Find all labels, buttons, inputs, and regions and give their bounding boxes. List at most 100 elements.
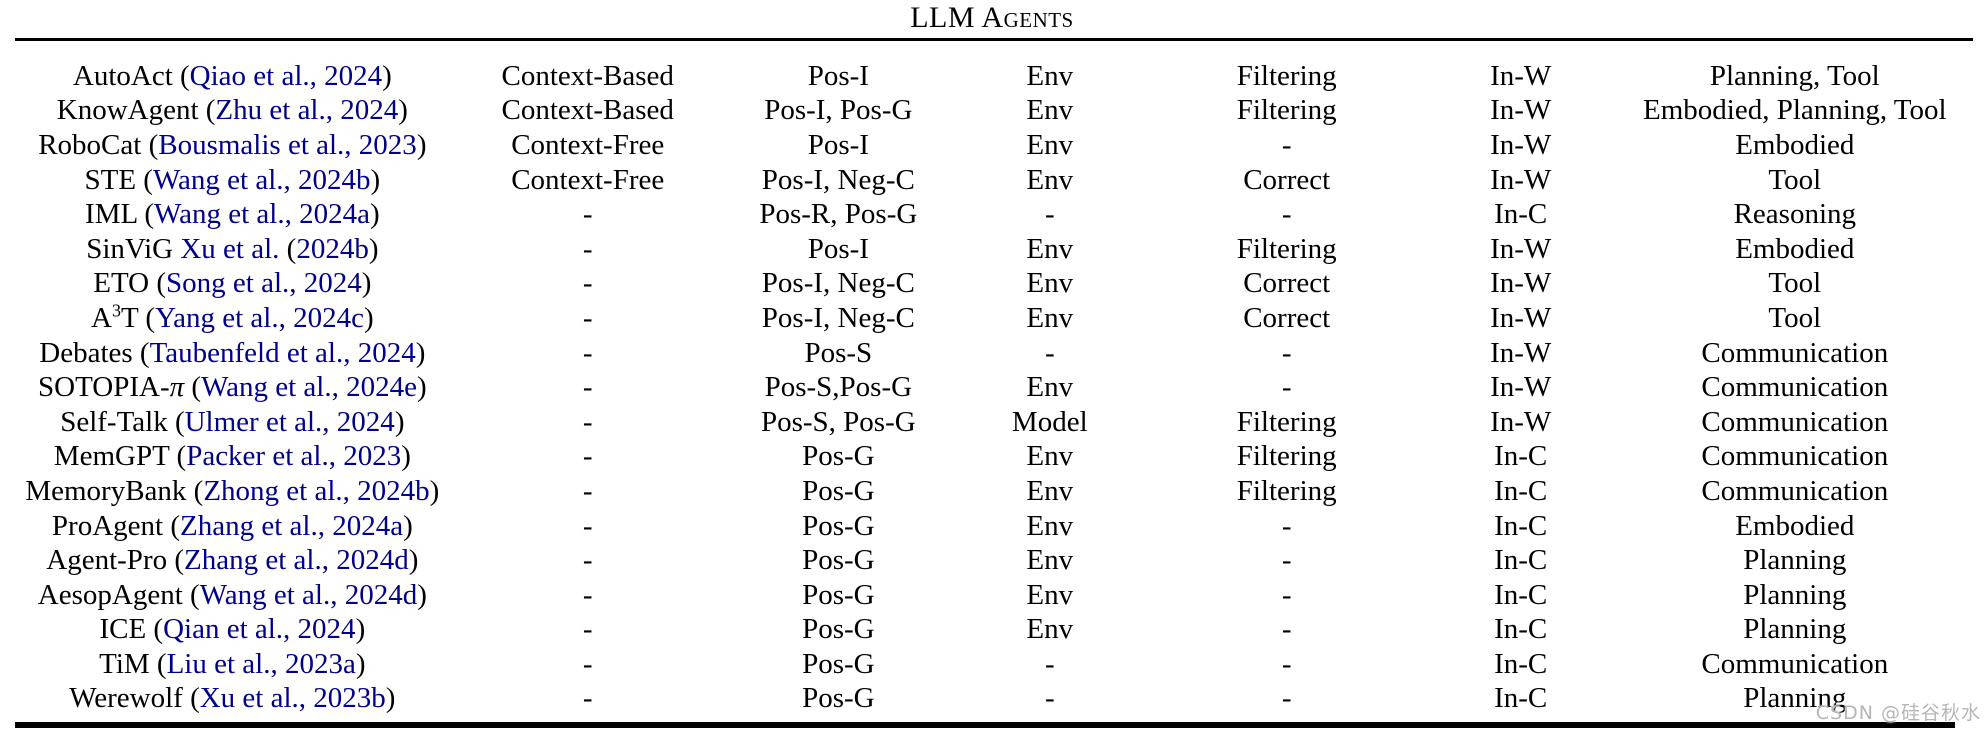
env-cell: Env bbox=[1026, 232, 1074, 265]
env-cell: Env bbox=[1026, 128, 1074, 161]
citation-link[interactable]: Zhu et al., 2024 bbox=[215, 94, 399, 127]
citation-link[interactable]: Wang et al., 2024d bbox=[199, 578, 418, 611]
pos-neg-cell: Pos-S, Pos-G bbox=[760, 405, 916, 438]
table-section-title: LLM Agents bbox=[910, 1, 1074, 34]
env-cell: Env bbox=[1026, 94, 1074, 127]
method-name-cell: IML (Wang et al., 2024a) bbox=[15, 197, 450, 232]
citation-link[interactable]: Zhang et al., 2024a bbox=[180, 509, 404, 542]
method-name-text: ) bbox=[416, 371, 427, 404]
method-name-text: ) bbox=[361, 267, 372, 300]
method-name-cell: ETO (Song et al., 2024) bbox=[15, 267, 450, 302]
citation-link[interactable]: Yang et al., 2024c bbox=[155, 301, 364, 334]
citation-link[interactable]: Wang et al., 2024b bbox=[152, 163, 371, 196]
method-name-cell: Agent-Pro (Zhang et al., 2024d) bbox=[15, 543, 450, 578]
method-name-text: TiM ( bbox=[99, 647, 167, 680]
citation-link[interactable]: Xu et al. bbox=[180, 232, 280, 265]
citation-link[interactable]: Qian et al., 2024 bbox=[163, 613, 356, 646]
method-name-text: MemoryBank ( bbox=[25, 474, 204, 507]
context-cell: Context-Based bbox=[501, 59, 674, 92]
method-name-text: ( bbox=[279, 232, 297, 265]
context-cell: - bbox=[582, 440, 593, 473]
method-name-text: ) bbox=[368, 232, 379, 265]
env-cell: Env bbox=[1026, 267, 1074, 300]
filter-correct-cell: Filtering bbox=[1236, 232, 1337, 265]
method-name-text: 3 bbox=[111, 300, 121, 321]
in-w-c-cell: In-W bbox=[1490, 94, 1552, 127]
filter-correct-cell: - bbox=[1281, 128, 1292, 161]
method-name-text: AesopAgent ( bbox=[37, 578, 200, 611]
citation-link[interactable]: Wang et al., 2024e bbox=[201, 371, 417, 404]
pos-neg-cell: Pos-I, Pos-G bbox=[764, 94, 913, 127]
task-cell: Tool bbox=[1768, 301, 1822, 334]
task-cell: Planning bbox=[1743, 682, 1847, 715]
filter-correct-cell: - bbox=[1281, 647, 1292, 680]
method-name-cell: SinViG Xu et al. (2024b) bbox=[15, 232, 450, 267]
method-name-text: ( bbox=[184, 371, 202, 404]
env-cell: Env bbox=[1026, 544, 1074, 577]
citation-link[interactable]: Zhong et al., 2024b bbox=[203, 474, 430, 507]
in-w-c-cell: In-W bbox=[1490, 371, 1552, 404]
in-w-c-cell: In-C bbox=[1494, 682, 1548, 715]
filter-correct-cell: Correct bbox=[1243, 163, 1331, 196]
citation-link[interactable]: Xu et al., 2023b bbox=[199, 682, 386, 715]
method-name-text: ) bbox=[385, 682, 396, 715]
filter-correct-cell: Filtering bbox=[1236, 59, 1337, 92]
citation-link[interactable]: Liu et al., 2023a bbox=[166, 647, 356, 680]
method-name-text: ) bbox=[355, 613, 366, 646]
method-name-text: ) bbox=[370, 163, 381, 196]
context-cell: Context-Free bbox=[511, 128, 665, 161]
task-cell: Planning bbox=[1743, 544, 1847, 577]
method-name-text: ) bbox=[415, 336, 426, 369]
pos-neg-cell: Pos-G bbox=[802, 544, 875, 577]
context-cell: Context-Free bbox=[511, 163, 665, 196]
method-name-text: ) bbox=[382, 59, 392, 92]
pos-neg-cell: Pos-G bbox=[802, 647, 875, 680]
task-cell: Planning bbox=[1743, 613, 1847, 646]
context-cell: Context-Based bbox=[501, 94, 674, 127]
env-cell: - bbox=[1044, 336, 1055, 369]
pos-neg-cell: Pos-I, Neg-C bbox=[761, 301, 915, 334]
task-cell: Reasoning bbox=[1733, 198, 1857, 231]
context-cell: - bbox=[582, 198, 593, 231]
method-name-cell: RoboCat (Bousmalis et al., 2023) bbox=[15, 128, 450, 163]
method-name-text: Self-Talk ( bbox=[60, 405, 185, 438]
in-w-c-cell: In-C bbox=[1494, 198, 1548, 231]
citation-link[interactable]: Zhang et al., 2024d bbox=[184, 544, 409, 577]
filter-correct-cell: - bbox=[1281, 682, 1292, 715]
context-cell: - bbox=[582, 267, 593, 300]
citation-link[interactable]: Bousmalis et al., 2023 bbox=[158, 128, 417, 161]
method-name-text: AutoAct ( bbox=[72, 59, 190, 92]
citation-link[interactable]: Wang et al., 2024a bbox=[154, 198, 370, 231]
citation-link[interactable]: 2024b bbox=[296, 232, 369, 265]
llm-agents-table: AutoAct (Qiao et al., 2024) Context-Based… bbox=[15, 59, 1973, 716]
pos-neg-cell: Pos-I, Neg-C bbox=[761, 163, 915, 196]
table-row: Self-Talk (Ulmer et al., 2024)-Pos-S, Po… bbox=[15, 405, 1973, 440]
context-cell: - bbox=[582, 509, 593, 542]
method-name-cell: SOTOPIA-π (Wang et al., 2024e) bbox=[15, 370, 450, 405]
citation-link[interactable]: Ulmer et al., 2024 bbox=[184, 405, 395, 438]
context-cell: - bbox=[582, 544, 593, 577]
table-row: Debates (Taubenfeld et al., 2024)-Pos-S-… bbox=[15, 336, 1973, 371]
watermark: CSDN @硅谷秋水 bbox=[1815, 702, 1981, 724]
citation-link[interactable]: Qiao et al., 2024 bbox=[189, 59, 383, 92]
table-row: RoboCat (Bousmalis et al., 2023) Context-… bbox=[15, 128, 1973, 163]
citation-link[interactable]: Taubenfeld et al., 2024 bbox=[149, 336, 416, 369]
method-name-cell: AutoAct (Qiao et al., 2024) bbox=[15, 59, 450, 94]
env-cell: Env bbox=[1026, 613, 1074, 646]
method-name-text: ) bbox=[398, 94, 408, 127]
method-name-text: Werewolf ( bbox=[69, 682, 200, 715]
env-cell: Env bbox=[1026, 301, 1074, 334]
in-w-c-cell: In-W bbox=[1490, 405, 1552, 438]
method-name-cell: MemoryBank (Zhong et al., 2024b) bbox=[15, 474, 450, 509]
env-cell: Env bbox=[1026, 371, 1074, 404]
method-name-cell: Werewolf (Xu et al., 2023b) bbox=[15, 682, 450, 717]
citation-link[interactable]: Song et al., 2024 bbox=[166, 267, 362, 300]
filter-correct-cell: - bbox=[1281, 509, 1292, 542]
method-name-text: IML ( bbox=[85, 198, 155, 231]
citation-link[interactable]: Packer et al., 2023 bbox=[186, 440, 402, 473]
